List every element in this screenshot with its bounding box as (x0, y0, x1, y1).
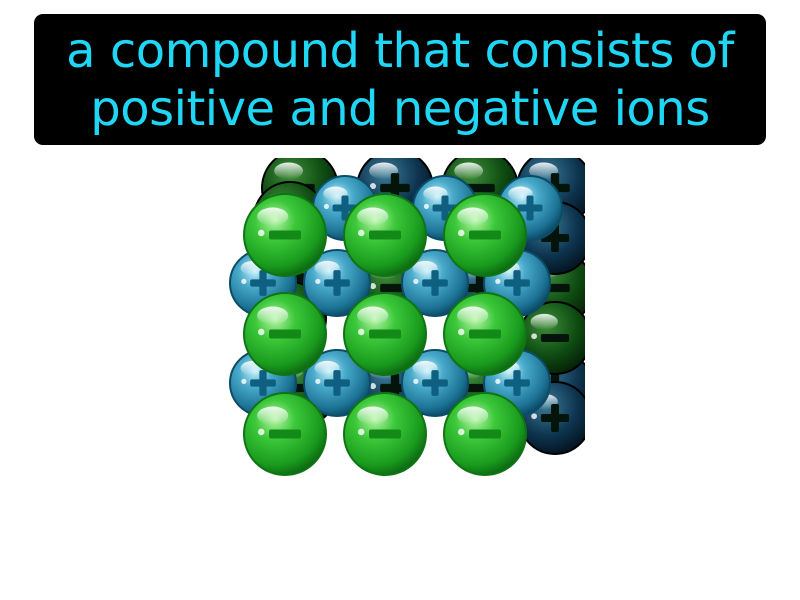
negative-ion (243, 392, 327, 476)
plus-icon (432, 195, 458, 221)
negative-ion-layer (243, 193, 527, 476)
minus-icon (369, 329, 401, 339)
minus-icon (269, 329, 301, 339)
negative-ion (343, 392, 427, 476)
minus-icon (469, 230, 501, 240)
minus-icon (269, 429, 301, 439)
caption-line-2: positive and negative ions (90, 80, 710, 137)
minus-icon (269, 230, 301, 240)
minus-icon (469, 329, 501, 339)
positive-ion (303, 349, 371, 417)
positive-ion (401, 249, 469, 317)
negative-ion (443, 392, 527, 476)
minus-icon (369, 429, 401, 439)
plus-icon (324, 370, 350, 396)
plus-icon (250, 270, 276, 296)
minus-icon (540, 334, 570, 342)
negative-ion (243, 193, 327, 277)
plus-icon (504, 270, 530, 296)
definition-caption: a compound that consists of positive and… (34, 14, 766, 145)
minus-icon (469, 429, 501, 439)
positive-ion (401, 349, 469, 417)
plus-icon (517, 195, 543, 221)
negative-ion (343, 193, 427, 277)
negative-ion (343, 292, 427, 376)
negative-ion (443, 193, 527, 277)
positive-ion (303, 249, 371, 317)
plus-icon (324, 270, 350, 296)
negative-ion (443, 292, 527, 376)
plus-icon (250, 370, 276, 396)
plus-icon (332, 195, 358, 221)
plus-icon (504, 370, 530, 396)
caption-line-1: a compound that consists of (66, 22, 734, 79)
plus-icon (422, 370, 448, 396)
minus-icon (369, 230, 401, 240)
plus-icon (540, 403, 570, 433)
plus-icon (422, 270, 448, 296)
ionic-lattice-illustration (229, 158, 585, 476)
negative-ion (243, 292, 327, 376)
